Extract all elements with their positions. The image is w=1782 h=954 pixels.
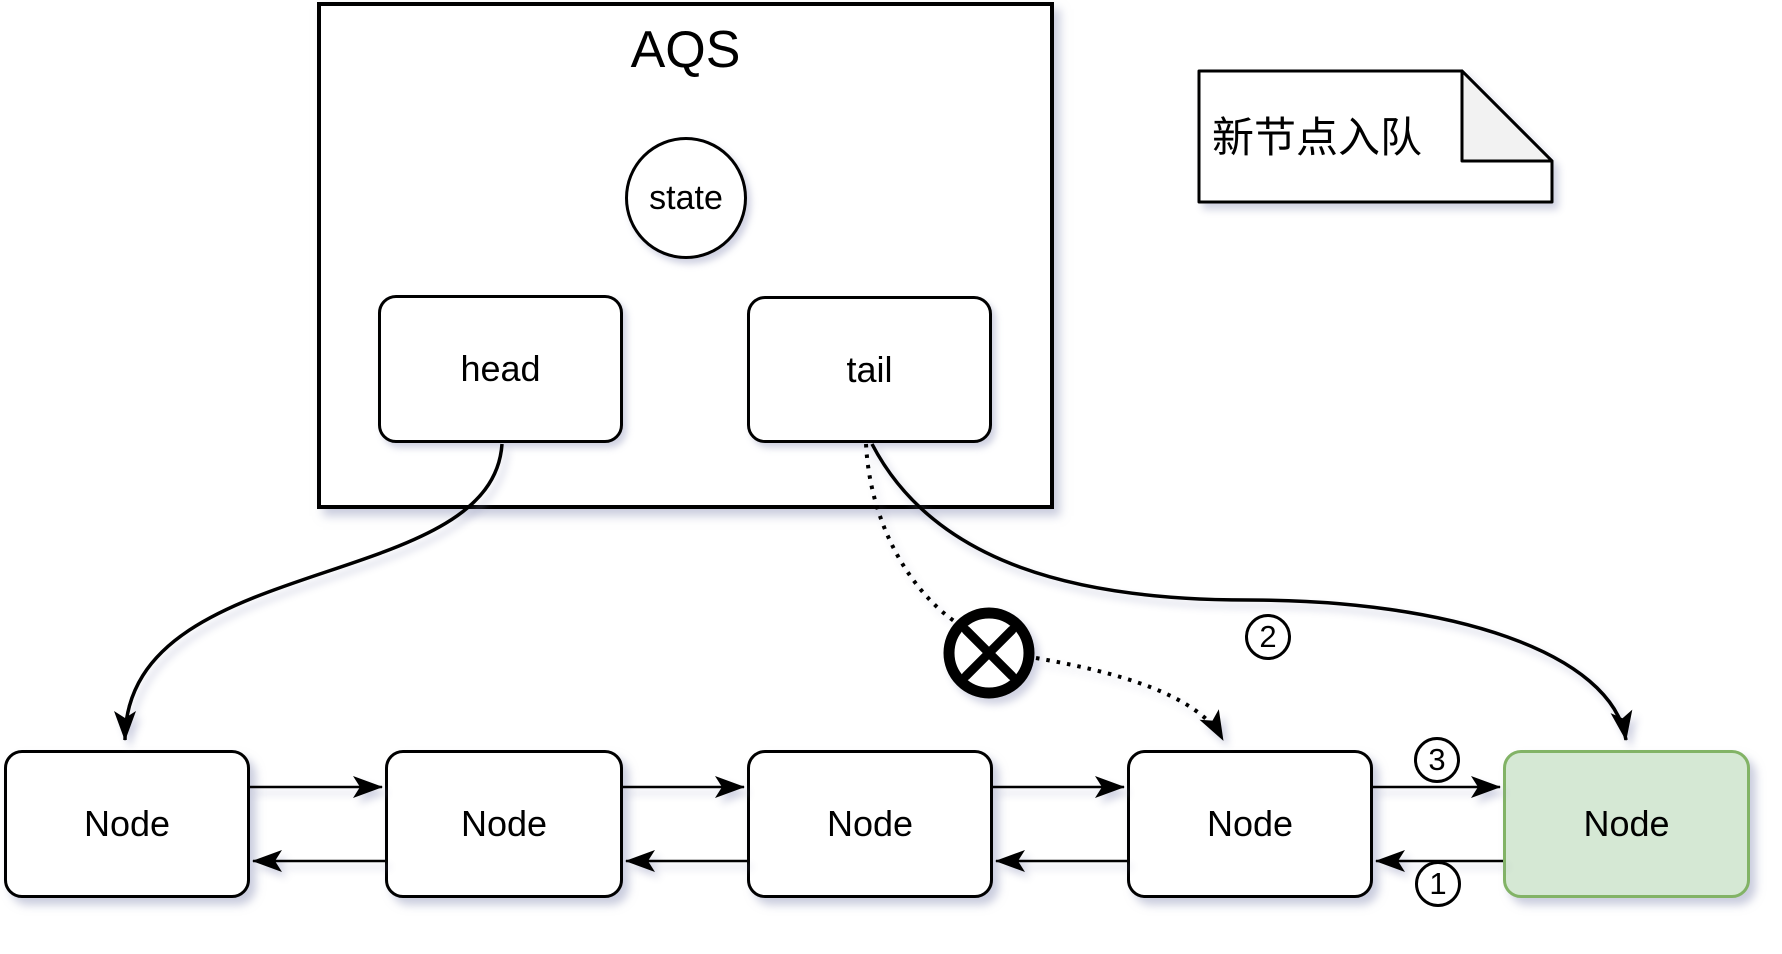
state-circle: state bbox=[625, 137, 747, 259]
node-label: Node bbox=[83, 803, 171, 844]
state-label: state bbox=[649, 178, 723, 217]
edge-old-tail-to-node4-dotted bbox=[1035, 656, 1225, 741]
tail-label: tail bbox=[846, 348, 893, 390]
aqs-title: AQS bbox=[630, 21, 741, 79]
step-3-badge: 3 bbox=[1414, 737, 1460, 783]
tail-box: tail bbox=[747, 296, 992, 443]
step-2-badge: 2 bbox=[1245, 614, 1291, 660]
node-box-new-highlighted: Node bbox=[1503, 750, 1750, 898]
node-label: Node bbox=[460, 803, 548, 844]
note-fold-corner bbox=[1460, 69, 1554, 163]
node-box-3: Node bbox=[747, 750, 993, 898]
node-label: Node bbox=[1206, 803, 1294, 844]
node-box-4: Node bbox=[1127, 750, 1373, 898]
crossed-circle-icon bbox=[943, 607, 1035, 699]
node-label: Node bbox=[1583, 803, 1670, 844]
crossed-circle-x bbox=[961, 625, 1017, 681]
head-label: head bbox=[460, 348, 541, 389]
node-label: Node bbox=[826, 803, 914, 844]
node-box-2: Node bbox=[385, 750, 623, 898]
node-box-1: Node bbox=[4, 750, 250, 898]
step-1-badge: 1 bbox=[1415, 861, 1461, 907]
crossed-circle-ring bbox=[943, 607, 1035, 699]
head-box: head bbox=[378, 295, 623, 443]
note-text: 新节点入队 bbox=[1212, 114, 1423, 161]
